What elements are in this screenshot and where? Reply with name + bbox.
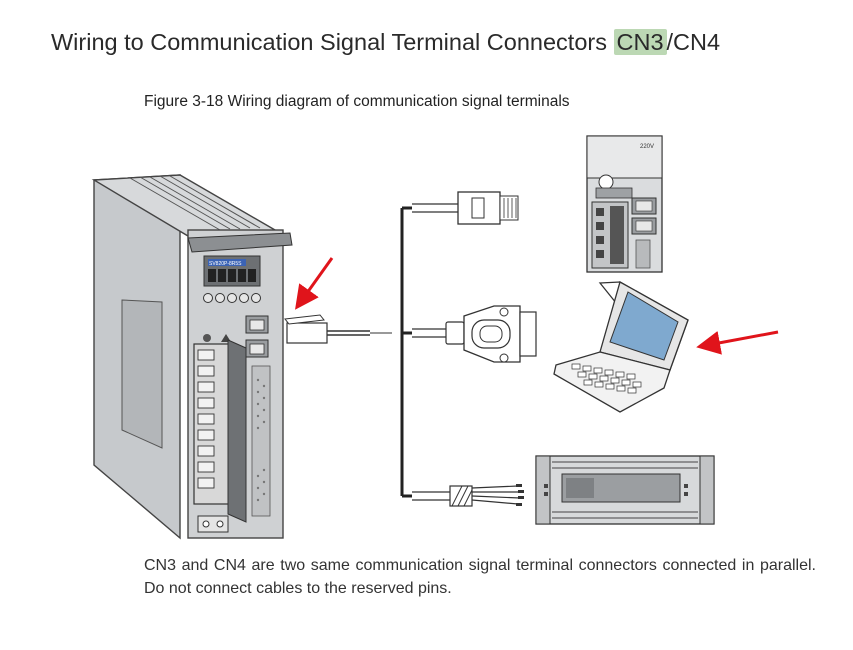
small-drive-voltage-label: 220V xyxy=(640,144,654,150)
wiring-diagram: SV820P-8R5S xyxy=(91,135,779,540)
description-paragraph: CN3 and CN4 are two same communication s… xyxy=(144,557,816,597)
drive-model-label: SV820P-8R5S xyxy=(209,261,242,267)
connection-bracket xyxy=(400,206,412,498)
rj45-plug-icon xyxy=(412,191,519,225)
figure-caption: Figure 3-18 Wiring diagram of communicat… xyxy=(144,93,570,110)
laptop-icon xyxy=(553,281,689,413)
rj45-plug-icon xyxy=(284,314,392,344)
red-arrow-icon xyxy=(295,257,334,310)
heading-highlight-cn3: CN3 xyxy=(613,29,667,55)
db9-connector-icon xyxy=(412,305,537,363)
plc-controller-icon xyxy=(535,455,715,525)
heading-text-end: /CN4 xyxy=(666,29,721,55)
red-arrow-icon xyxy=(696,330,779,355)
section-heading: Wiring to Communication Signal Terminal … xyxy=(51,29,720,56)
heading-text: Wiring to Communication Signal Terminal … xyxy=(51,29,614,55)
servo-drive-icon: SV820P-8R5S xyxy=(91,174,293,540)
wire-bundle-icon xyxy=(412,484,524,507)
small-servo-drive-icon: 220V xyxy=(586,135,663,273)
